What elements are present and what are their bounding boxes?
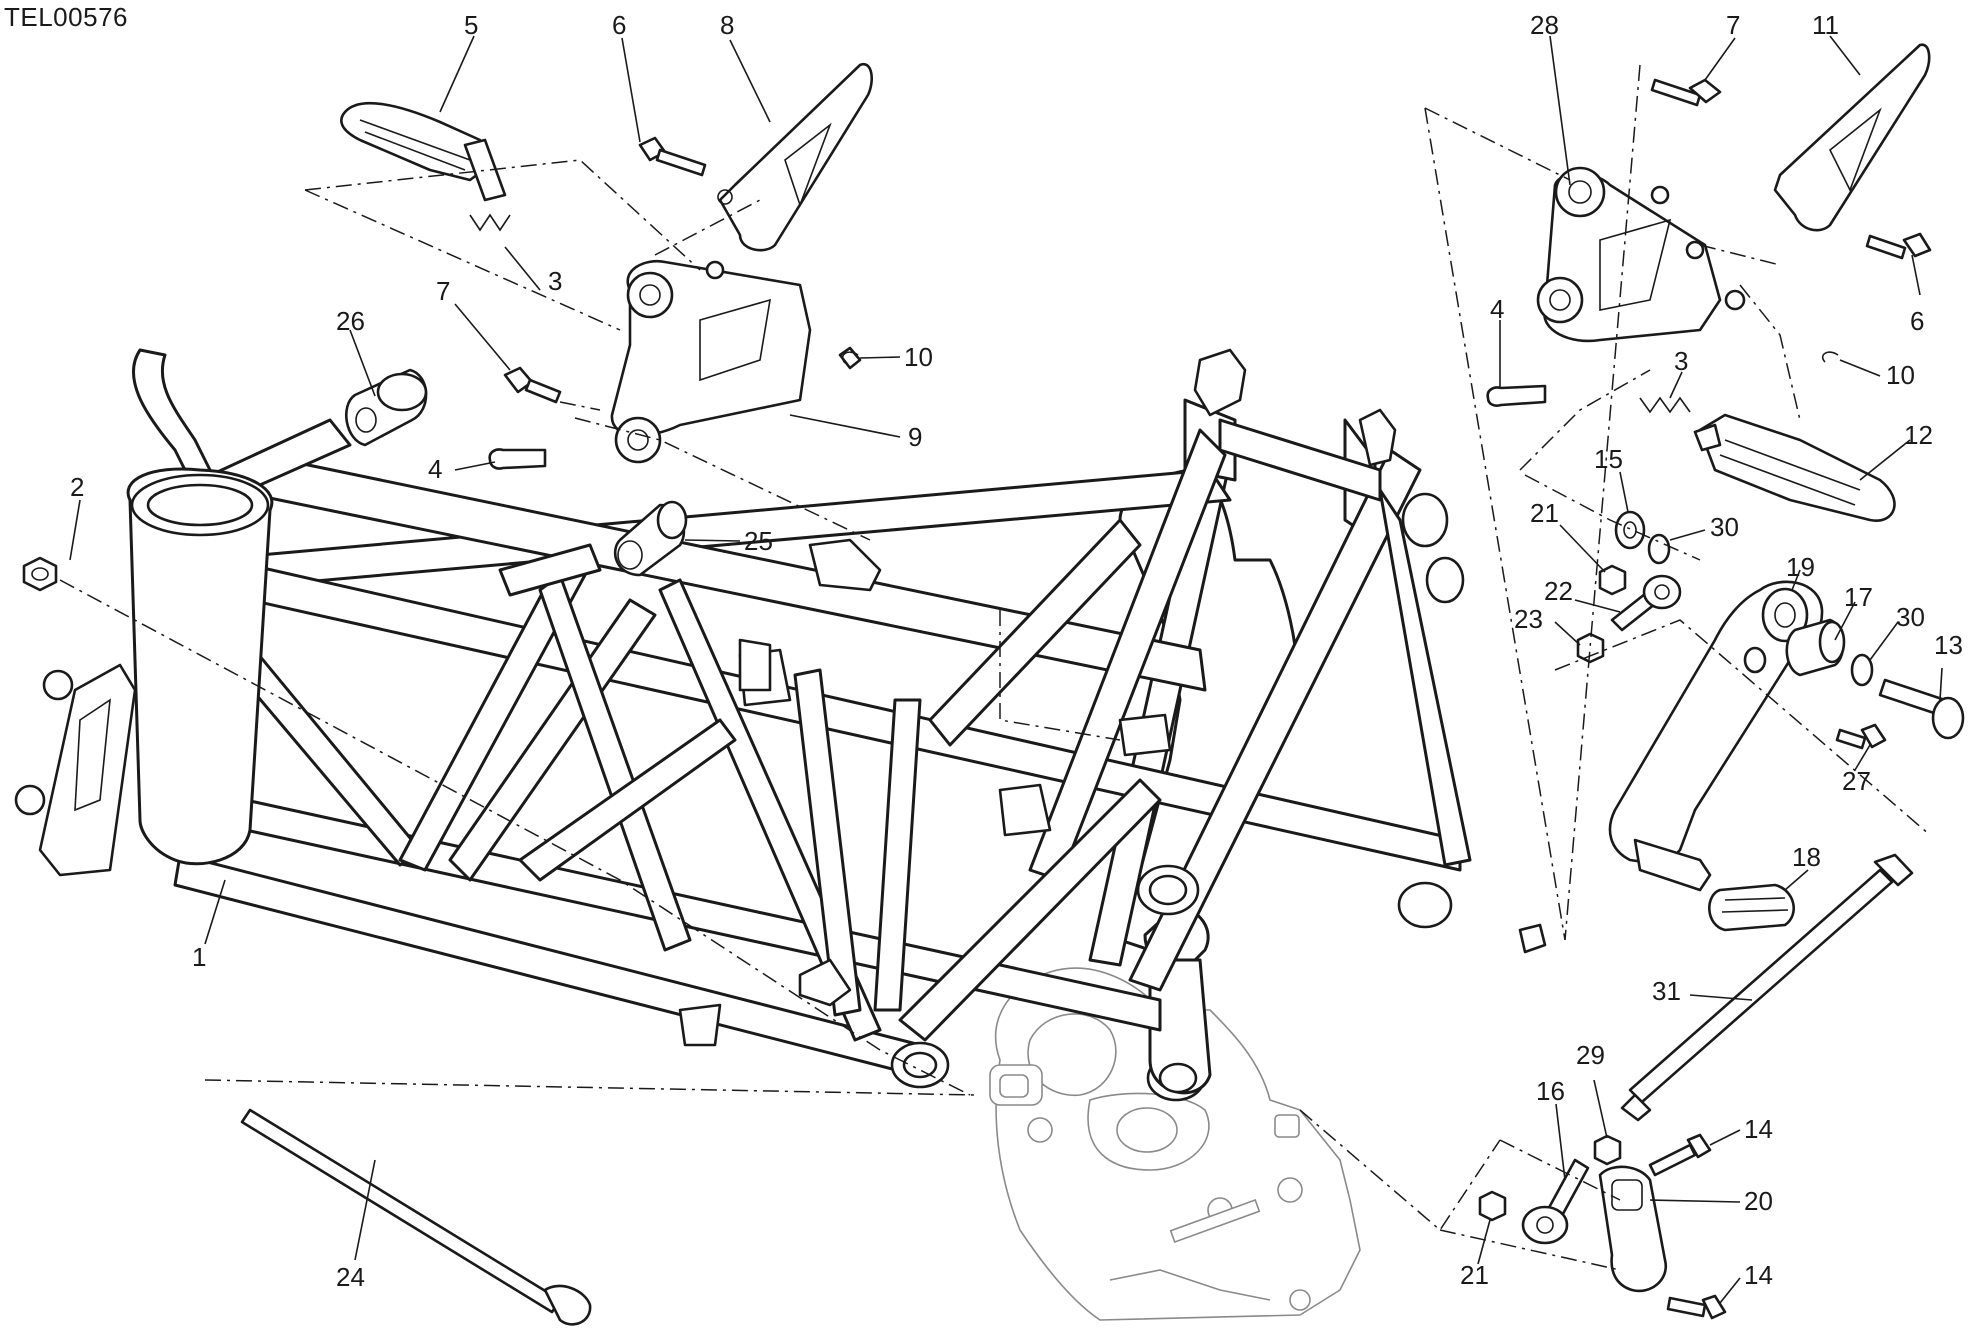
assembly-lines bbox=[59, 64, 1931, 1271]
callout-23: 23 bbox=[1514, 604, 1543, 634]
callout-14: 14 bbox=[1744, 1114, 1773, 1144]
part-17-spacer bbox=[1785, 618, 1846, 677]
part-16-rod-end bbox=[1521, 1158, 1590, 1245]
callout-1: 1 bbox=[192, 942, 206, 972]
part-12-footpeg bbox=[1693, 413, 1896, 522]
part-26-bushing bbox=[345, 368, 428, 447]
callout-21: 21 bbox=[1530, 498, 1559, 528]
callout-6: 6 bbox=[612, 10, 626, 40]
engine-outline bbox=[989, 967, 1361, 1321]
part-5-footpeg bbox=[340, 101, 511, 232]
callout-28: 28 bbox=[1530, 10, 1559, 40]
callout-16: 16 bbox=[1536, 1076, 1565, 1106]
part-7-bolt-right bbox=[1650, 78, 1722, 107]
document-code: TEL00576 bbox=[4, 2, 128, 32]
part-6-bolt bbox=[638, 136, 707, 177]
part-4-pin-right bbox=[1486, 384, 1547, 407]
callout-15: 15 bbox=[1594, 444, 1623, 474]
part-6-bolt-right bbox=[1865, 232, 1932, 260]
part-10-clip-right bbox=[1821, 351, 1839, 363]
part-24-pin bbox=[240, 1108, 592, 1326]
part-20-shift-arm bbox=[1598, 1165, 1668, 1293]
leader-lines bbox=[69, 35, 1943, 1304]
part-2-nut bbox=[22, 556, 58, 592]
callout-17: 17 bbox=[1844, 582, 1873, 612]
part-18-pedal-pad bbox=[1708, 883, 1795, 932]
callout-9: 9 bbox=[908, 422, 922, 452]
callout-22: 22 bbox=[1544, 576, 1573, 606]
callout-24: 24 bbox=[336, 1262, 365, 1292]
callout-5: 5 bbox=[464, 10, 478, 40]
callout-18: 18 bbox=[1792, 842, 1821, 872]
part-27-bolt bbox=[1835, 723, 1887, 750]
callout-31: 31 bbox=[1652, 976, 1681, 1006]
part-7-bolt-left bbox=[503, 366, 562, 404]
callout-21: 21 bbox=[1460, 1260, 1489, 1290]
callout-4: 4 bbox=[1490, 294, 1504, 324]
callout-3: 3 bbox=[548, 266, 562, 296]
part-15-washer bbox=[1614, 510, 1646, 550]
part-22-rod-end bbox=[1610, 574, 1682, 632]
part-14-bolt-lower bbox=[1666, 1294, 1727, 1320]
part-21-nut-upper bbox=[1598, 564, 1627, 596]
callout-7: 7 bbox=[436, 276, 450, 306]
callout-labels: 1 2 3 3 4 4 5 6 6 7 7 8 9 10 10 11 12 13… bbox=[70, 10, 1963, 1292]
callout-13: 13 bbox=[1934, 630, 1963, 660]
callout-10: 10 bbox=[1886, 360, 1915, 390]
callout-26: 26 bbox=[336, 306, 365, 336]
callout-29: 29 bbox=[1576, 1040, 1605, 1070]
callout-7: 7 bbox=[1726, 10, 1740, 40]
callout-27: 27 bbox=[1842, 766, 1871, 796]
part-25-bushing bbox=[613, 500, 688, 577]
callout-11: 11 bbox=[1812, 10, 1839, 40]
callout-6: 6 bbox=[1910, 306, 1924, 336]
part-31-pin bbox=[1620, 853, 1914, 1122]
part-8-heel-guard bbox=[717, 62, 874, 252]
part-11-heel-guard bbox=[1773, 43, 1931, 232]
callout-14: 14 bbox=[1744, 1260, 1773, 1290]
part-9-footpeg-bracket bbox=[610, 259, 862, 464]
part-28-footpeg-bracket bbox=[1536, 166, 1746, 343]
part-30-circlip-upper bbox=[1647, 533, 1671, 565]
callout-20: 20 bbox=[1744, 1186, 1773, 1216]
main-frame bbox=[14, 348, 1547, 1102]
part-10-clip-left bbox=[841, 351, 859, 364]
callout-2: 2 bbox=[70, 472, 84, 502]
callout-10: 10 bbox=[904, 342, 933, 372]
part-3-spring-right bbox=[1639, 396, 1691, 414]
callout-4: 4 bbox=[428, 454, 442, 484]
part-29-nut bbox=[1593, 1134, 1622, 1166]
part-30-circlip-lower bbox=[1850, 653, 1874, 687]
part-21-nut-lower bbox=[1478, 1190, 1507, 1222]
callout-25: 25 bbox=[744, 526, 773, 556]
part-13-bolt bbox=[1878, 678, 1965, 740]
callout-30: 30 bbox=[1710, 512, 1739, 542]
callout-12: 12 bbox=[1904, 420, 1933, 450]
callout-19: 19 bbox=[1786, 552, 1815, 582]
callout-3: 3 bbox=[1674, 346, 1688, 376]
callout-30: 30 bbox=[1896, 602, 1925, 632]
part-4-pin-left bbox=[488, 448, 547, 470]
callout-8: 8 bbox=[720, 10, 734, 40]
part-23-nut bbox=[1576, 632, 1605, 664]
part-14-bolt-upper bbox=[1648, 1133, 1712, 1177]
part-19-lever bbox=[1608, 580, 1824, 892]
